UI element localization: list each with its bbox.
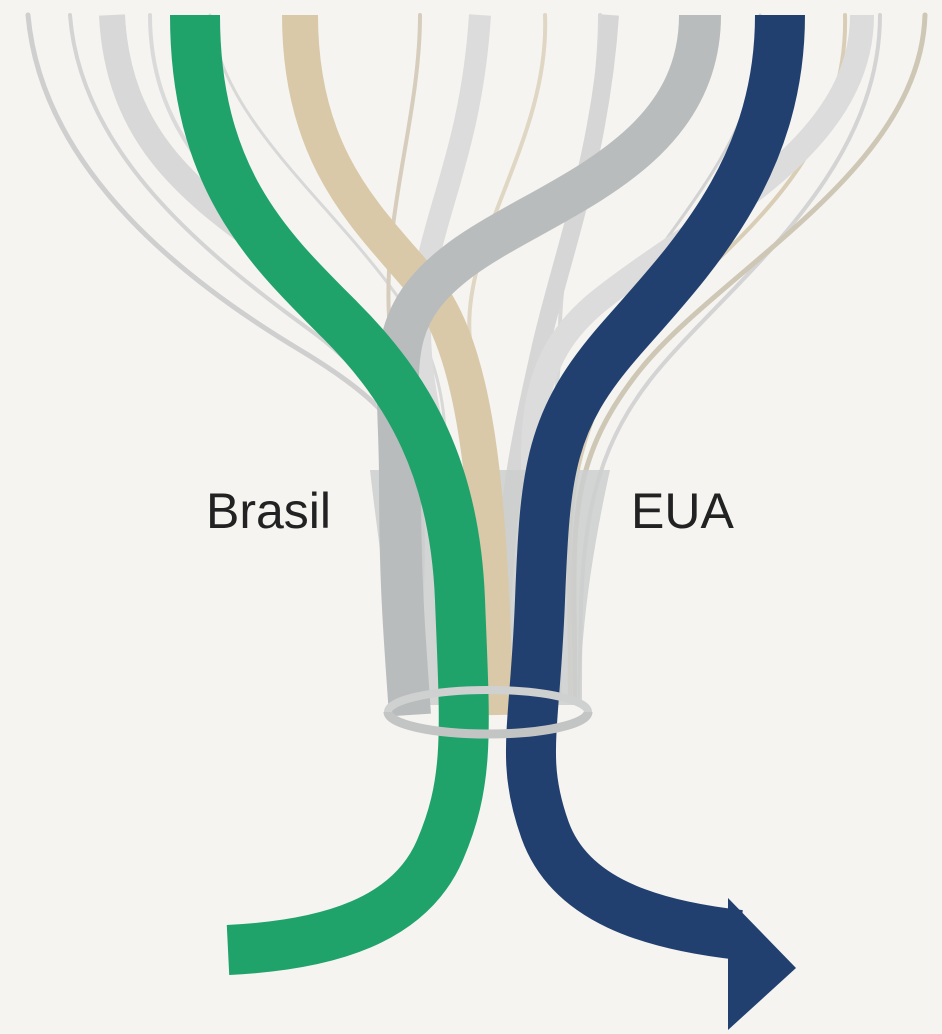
- label-brasil: Brasil: [206, 483, 332, 539]
- label-eua: EUA: [631, 483, 734, 539]
- ring-front: [383, 711, 593, 739]
- stream-eua: [505, 14, 805, 960]
- stream-gray: [376, 14, 721, 717]
- eua-arrowhead: [728, 898, 796, 1030]
- stream-brasil: [170, 14, 489, 975]
- binding-ring: [383, 686, 593, 739]
